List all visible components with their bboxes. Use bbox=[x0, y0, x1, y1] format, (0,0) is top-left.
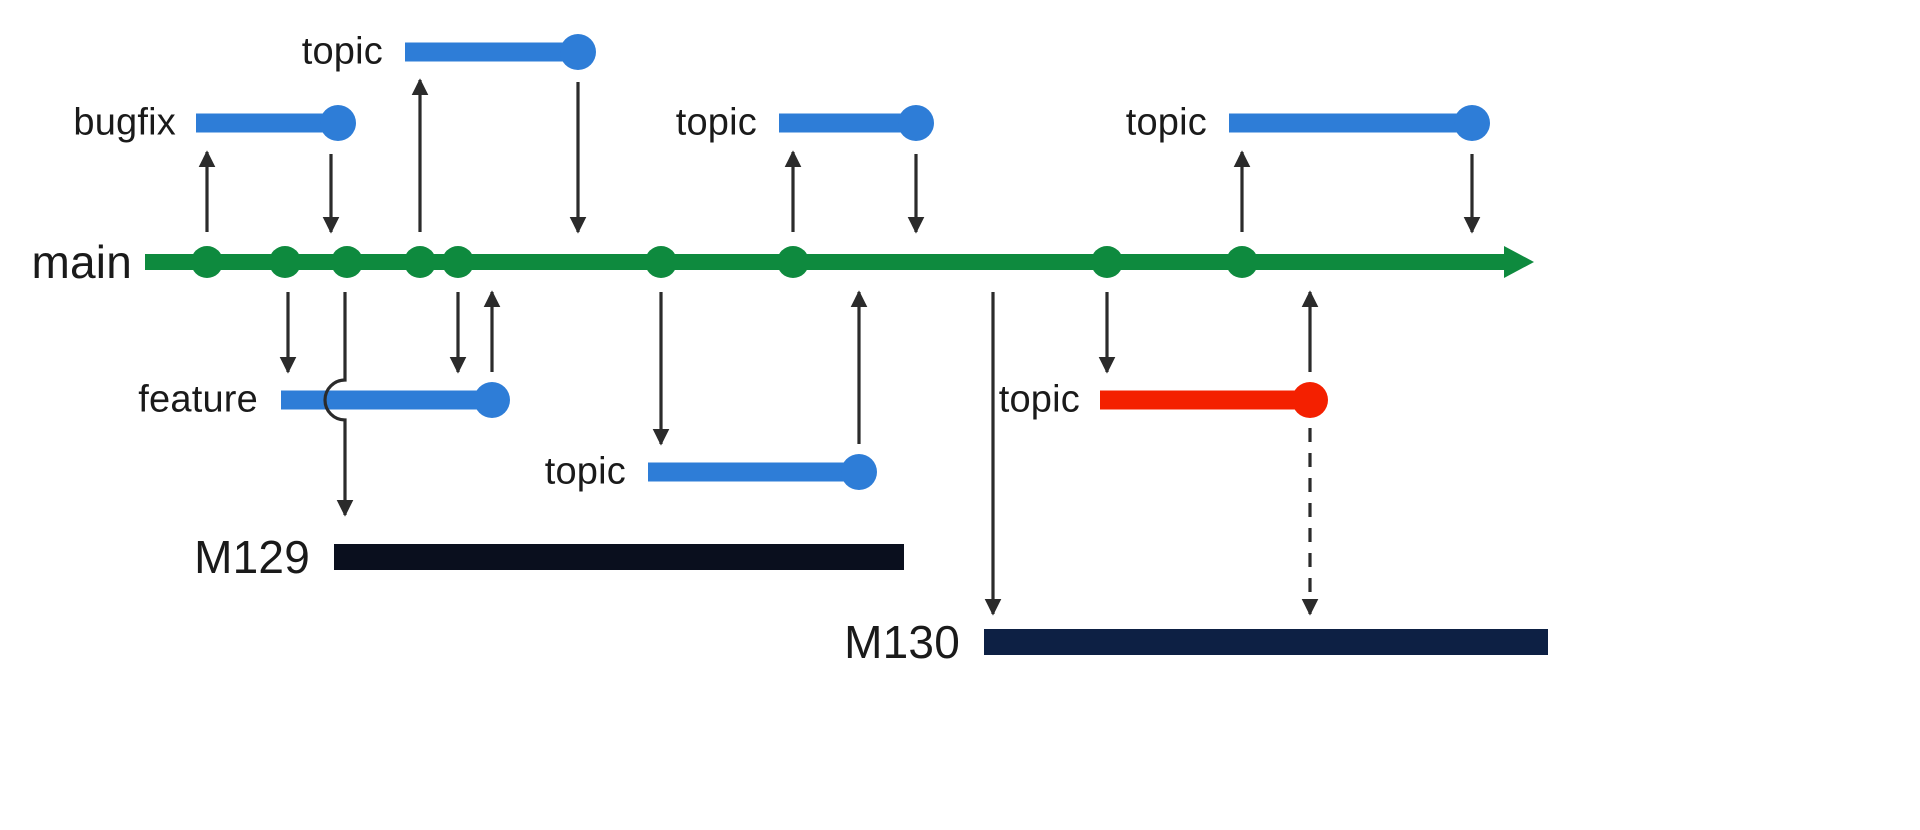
commit-dot-9[interactable] bbox=[1226, 246, 1258, 278]
label-topic-5: topic bbox=[1125, 101, 1207, 144]
branch-tip-dot-topic-4 bbox=[841, 454, 877, 490]
branch-tip-dot-topic-2 bbox=[898, 105, 934, 141]
milestone-bar-m129 bbox=[334, 544, 904, 570]
label-feature-6: feature bbox=[138, 378, 258, 421]
branch-tip-dot-bugfix bbox=[320, 105, 356, 141]
main-branch-arrowhead bbox=[1504, 246, 1534, 278]
branch-tip-dot-topic-3 bbox=[1454, 105, 1490, 141]
label-topic-8: topic bbox=[998, 378, 1080, 421]
label-main-1: main bbox=[31, 236, 132, 288]
commit-dot-1[interactable] bbox=[191, 246, 223, 278]
branch-tip-dot-feature bbox=[474, 382, 510, 418]
arrow-a18 bbox=[323, 292, 354, 517]
label-topic-7: topic bbox=[544, 450, 626, 493]
commit-dot-6[interactable] bbox=[645, 246, 677, 278]
commit-dot-4[interactable] bbox=[404, 246, 436, 278]
label-topic-3: topic bbox=[301, 30, 383, 73]
commit-dot-8[interactable] bbox=[1091, 246, 1123, 278]
label-bugfix-2: bugfix bbox=[73, 101, 176, 144]
branch-tip-dot-topic-1 bbox=[560, 34, 596, 70]
label-m130-10: M130 bbox=[844, 616, 960, 668]
label-topic-4: topic bbox=[675, 101, 757, 144]
commit-dot-3[interactable] bbox=[331, 246, 363, 278]
commit-dot-5[interactable] bbox=[442, 246, 474, 278]
commit-dot-7[interactable] bbox=[777, 246, 809, 278]
branch-tip-dot-topic-5 bbox=[1292, 382, 1328, 418]
label-m129-9: M129 bbox=[194, 531, 310, 583]
milestone-bar-m130 bbox=[984, 629, 1548, 655]
commit-dot-2[interactable] bbox=[269, 246, 301, 278]
